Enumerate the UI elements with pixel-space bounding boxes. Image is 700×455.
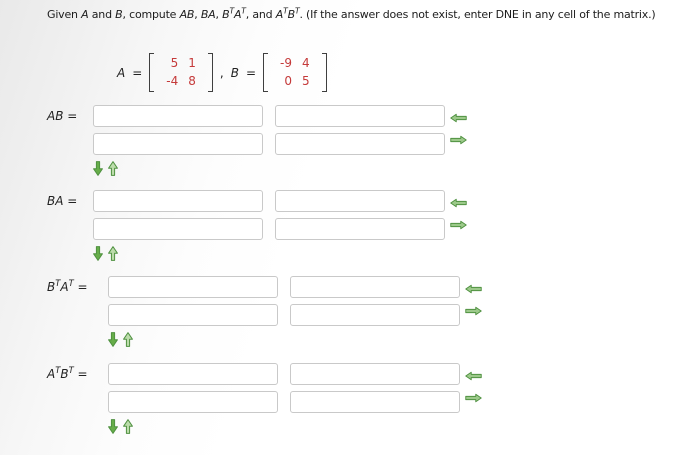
remove-row-button[interactable]	[108, 246, 118, 261]
down-arrow-icon	[93, 161, 103, 176]
up-arrow-icon	[108, 246, 118, 261]
right-arrow-icon	[450, 220, 467, 230]
up-arrow-icon	[123, 332, 133, 347]
answer-section-atbt: ATBT =	[0, 363, 700, 441]
add-row-button[interactable]	[93, 161, 103, 176]
matrix-cell-input[interactable]	[275, 105, 445, 127]
matrix-a-cell: 1	[188, 56, 196, 70]
remove-column-button[interactable]	[450, 198, 467, 208]
matrix-a-values: 5 1 -4 8	[161, 53, 201, 92]
matrix-b-cell: 0	[284, 74, 292, 88]
matrix-cell-input[interactable]	[108, 391, 278, 413]
matrix-a-cell: 5	[170, 56, 179, 70]
remove-column-button[interactable]	[450, 113, 467, 123]
up-arrow-icon	[123, 419, 133, 434]
add-row-button[interactable]	[108, 419, 118, 434]
remove-column-button[interactable]	[465, 371, 482, 381]
matrix-b-cell: 5	[301, 74, 310, 88]
add-column-button[interactable]	[450, 135, 467, 145]
down-arrow-icon	[93, 246, 103, 261]
answer-matrix-grid	[93, 190, 445, 240]
matrix-bracket-right-icon	[321, 53, 327, 92]
row-resize-controls	[93, 161, 118, 176]
matrix-cell-input[interactable]	[275, 133, 445, 155]
matrix-b-cell: 4	[301, 56, 310, 70]
answer-matrix-grid	[93, 105, 445, 155]
given-matrices: A = 5 1 -4 8 , B = -9 4 0 5	[117, 53, 327, 92]
matrix-a-cell: 8	[188, 74, 196, 88]
matrix-b-values: -9 4 0 5	[275, 53, 315, 92]
matrix-cell-input[interactable]	[290, 363, 460, 385]
matrix-cell-input[interactable]	[93, 133, 263, 155]
answer-label-ab: AB =	[47, 109, 82, 123]
up-arrow-icon	[108, 161, 118, 176]
matrix-cell-input[interactable]	[93, 190, 263, 212]
left-arrow-icon	[465, 371, 482, 381]
answer-matrix-grid	[108, 276, 460, 326]
matrix-bracket-left-icon	[149, 53, 155, 92]
down-arrow-icon	[108, 332, 118, 347]
answer-matrix-grid	[108, 363, 460, 413]
matrix-cell-input[interactable]	[108, 304, 278, 326]
answer-section-ba: BA =	[0, 190, 700, 268]
add-row-button[interactable]	[108, 332, 118, 347]
add-column-button[interactable]	[450, 220, 467, 230]
matrix-bracket-right-icon	[207, 53, 213, 92]
answer-section-btat: BTAT =	[0, 276, 700, 354]
add-column-button[interactable]	[465, 306, 482, 316]
matrix-a-cell: -4	[166, 74, 179, 88]
add-column-button[interactable]	[465, 393, 482, 403]
matrix-cell-input[interactable]	[108, 363, 278, 385]
question-text: Given A and B, compute AB, BA, BTAT, and…	[47, 6, 656, 21]
matrix-cell-input[interactable]	[93, 105, 263, 127]
equals-sign: =	[132, 65, 143, 80]
remove-column-button[interactable]	[465, 284, 482, 294]
equals-sign: =	[245, 65, 257, 80]
answer-label-btat: BTAT =	[47, 278, 92, 294]
matrix-b-cell: -9	[280, 56, 292, 70]
matrix-cell-input[interactable]	[93, 218, 263, 240]
answer-label-ba: BA =	[47, 194, 82, 208]
row-resize-controls	[108, 332, 133, 347]
right-arrow-icon	[450, 135, 467, 145]
answer-label-atbt: ATBT =	[47, 365, 92, 381]
right-arrow-icon	[465, 393, 482, 403]
down-arrow-icon	[108, 419, 118, 434]
left-arrow-icon	[450, 198, 467, 208]
left-arrow-icon	[465, 284, 482, 294]
row-resize-controls	[108, 419, 133, 434]
right-arrow-icon	[465, 306, 482, 316]
matrix-cell-input[interactable]	[290, 304, 460, 326]
row-resize-controls	[93, 246, 118, 261]
matrix-cell-input[interactable]	[290, 276, 460, 298]
answer-section-ab: AB =	[0, 105, 700, 183]
remove-row-button[interactable]	[108, 161, 118, 176]
matrix-b-name: B	[230, 65, 239, 80]
matrix-bracket-left-icon	[263, 53, 269, 92]
left-arrow-icon	[450, 113, 467, 123]
matrix-cell-input[interactable]	[275, 190, 445, 212]
matrix-cell-input[interactable]	[275, 218, 445, 240]
separator-comma: ,	[219, 65, 224, 80]
remove-row-button[interactable]	[123, 419, 133, 434]
matrix-a-name: A	[117, 65, 126, 80]
remove-row-button[interactable]	[123, 332, 133, 347]
matrix-cell-input[interactable]	[290, 391, 460, 413]
add-row-button[interactable]	[93, 246, 103, 261]
matrix-cell-input[interactable]	[108, 276, 278, 298]
